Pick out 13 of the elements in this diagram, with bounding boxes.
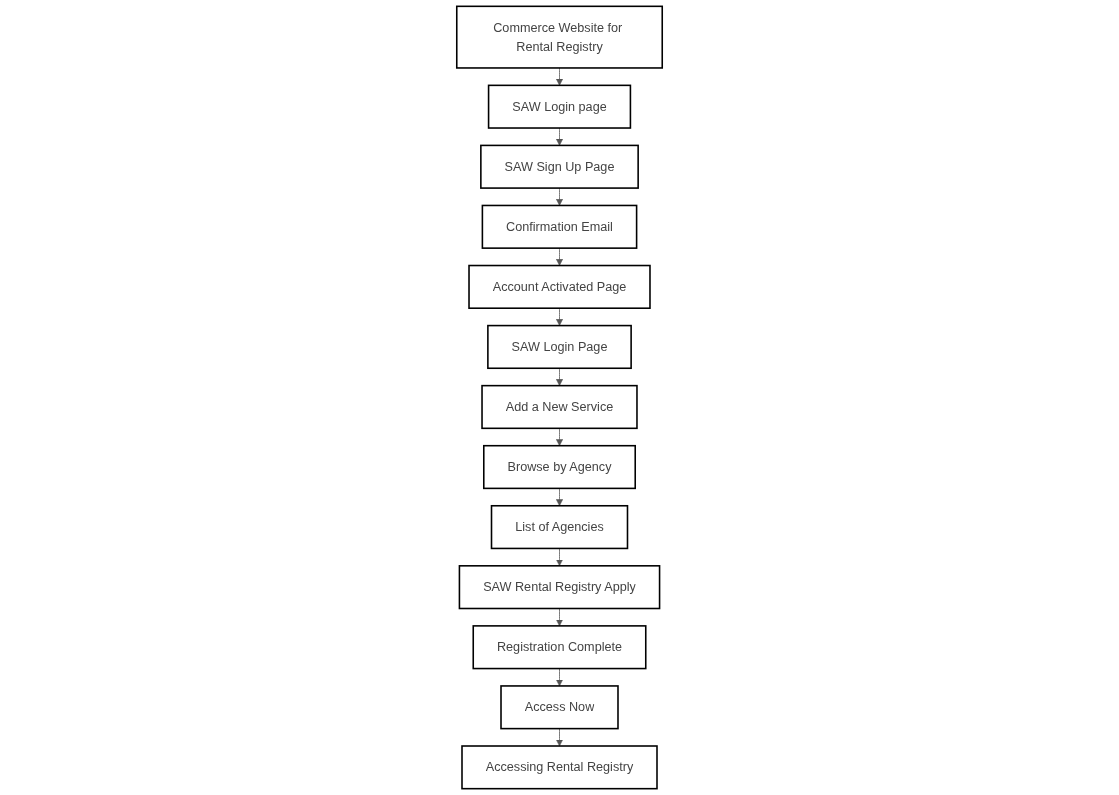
node-box: Account Activated Page bbox=[468, 264, 651, 309]
node-box: Add a New Service bbox=[481, 384, 638, 430]
node-box: SAW Sign Up Page bbox=[480, 144, 639, 189]
node-box: Confirmation Email bbox=[481, 204, 638, 249]
node-box: Browse by Agency bbox=[483, 444, 636, 490]
node-box: Commerce Website for Rental Registry bbox=[455, 5, 663, 69]
node-box: Access Now bbox=[500, 685, 619, 730]
node-box: SAW Login Page bbox=[487, 324, 632, 370]
node-box: SAW Rental Registry Apply bbox=[458, 565, 661, 610]
node-box: Accessing Rental Registry bbox=[461, 745, 658, 790]
node-box: SAW Login page bbox=[487, 84, 632, 129]
node-box: Registration Complete bbox=[472, 625, 647, 670]
node-box: List of Agencies bbox=[490, 504, 629, 550]
